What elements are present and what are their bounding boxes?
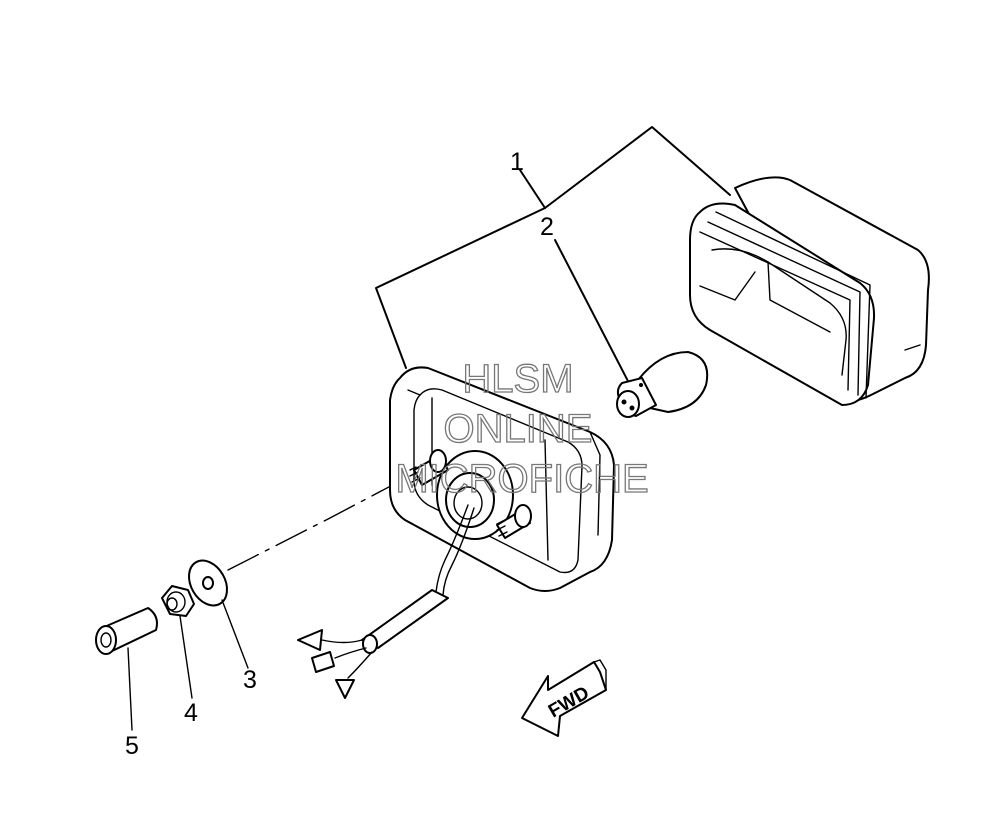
- bulb: [616, 351, 709, 418]
- watermark-line-1: HLSM: [462, 357, 573, 401]
- washer: [188, 559, 249, 669]
- callout-1: 1: [510, 148, 524, 176]
- nut: [161, 585, 195, 699]
- assembly-axis-line: [227, 459, 441, 571]
- spacer-collar: [95, 607, 158, 731]
- callout-4: 4: [184, 699, 198, 727]
- part-1-leader: [375, 126, 731, 369]
- wire-harness: [297, 504, 475, 699]
- taillight-lens: [689, 176, 930, 406]
- callout-5: 5: [125, 732, 139, 760]
- part-2-leader: [554, 239, 631, 386]
- taillight-housing: [389, 366, 615, 592]
- callout-3: 3: [243, 666, 257, 694]
- watermark: HLSM ONLINE MICROFICHE: [395, 356, 650, 501]
- callout-2: 2: [540, 213, 554, 241]
- forward-direction-arrow: FWD: [521, 659, 607, 737]
- watermark-line-3: MICROFICHE: [395, 457, 648, 501]
- watermark-line-2: ONLINE: [444, 407, 593, 451]
